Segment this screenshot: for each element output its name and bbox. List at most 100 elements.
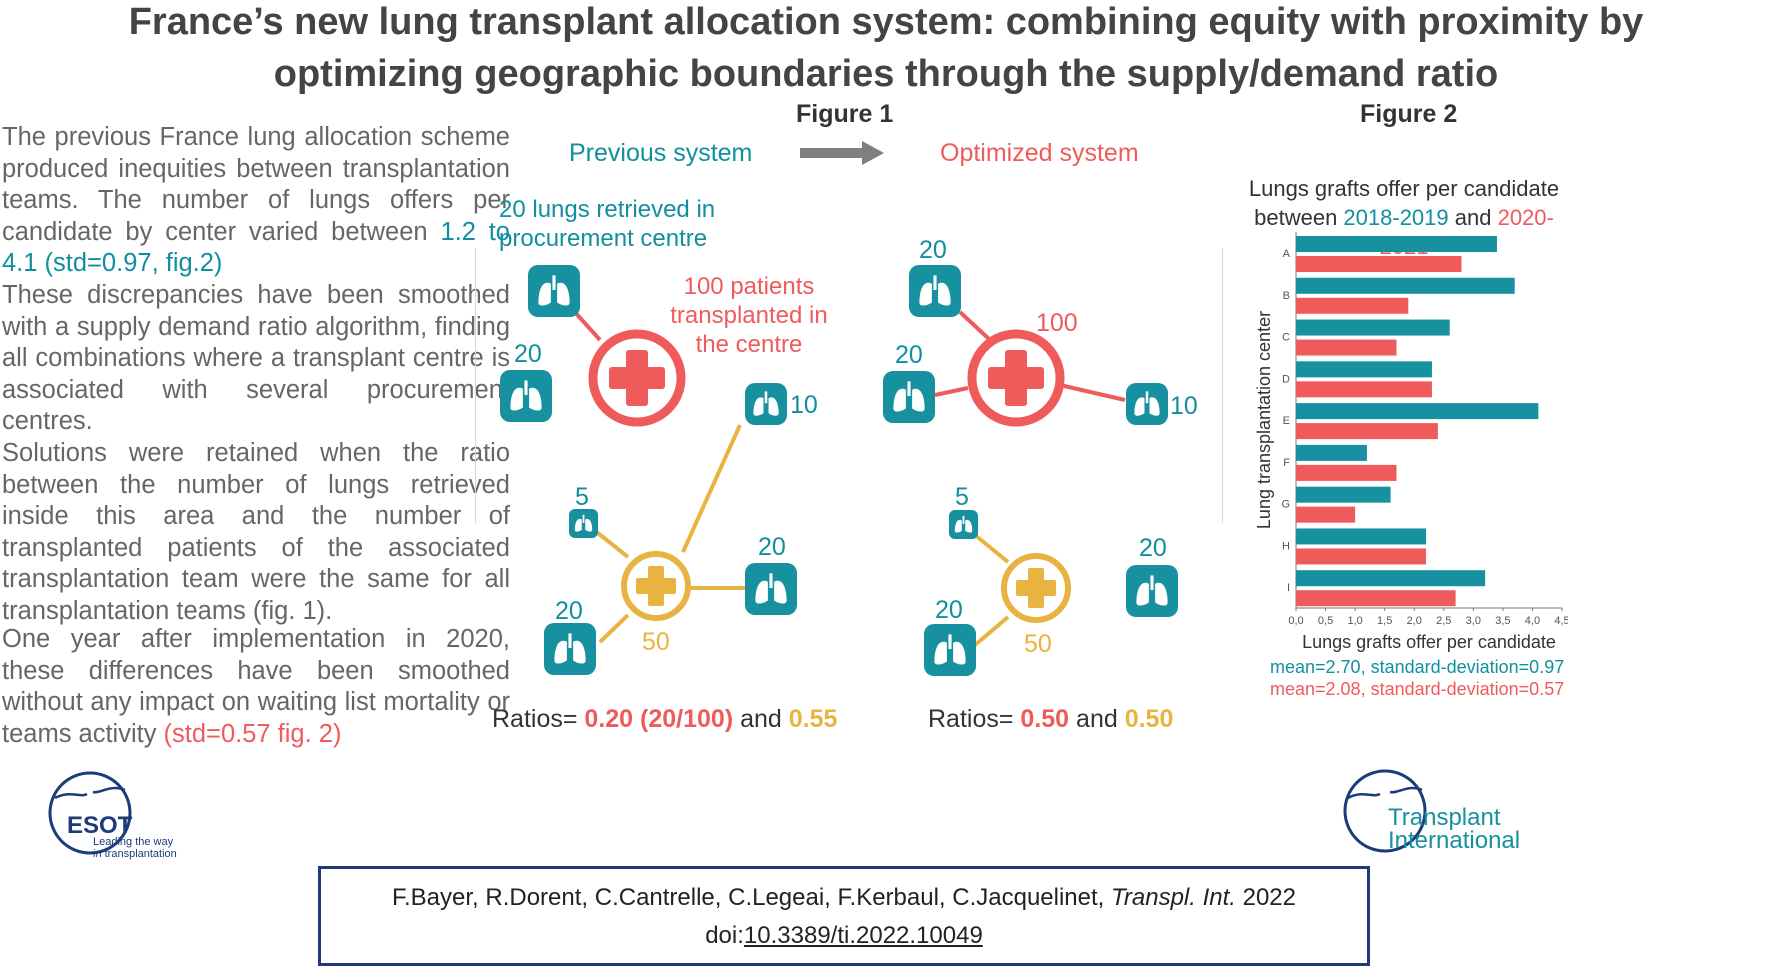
lung-icon	[924, 624, 976, 676]
prev-ratio-prefix: Ratios=	[492, 705, 585, 733]
opt-count-right: 10	[1170, 392, 1198, 420]
lung-icon	[745, 563, 797, 615]
opt-count-top: 20	[919, 236, 947, 264]
prev-count-small: 5	[575, 483, 589, 511]
prev-count-bottom: 20	[555, 597, 583, 625]
bar-B-2020-2021	[1296, 297, 1409, 314]
stat-2018: mean=2.70, standard-deviation=0.97	[1270, 657, 1565, 677]
bar-F-2018-2019	[1296, 444, 1367, 461]
previous-system-label: Previous system	[569, 139, 753, 167]
opt-gold-centre-icon	[1001, 553, 1071, 623]
opt-count-gold: 50	[1024, 630, 1052, 658]
bar-C-2020-2021	[1296, 339, 1397, 356]
optimized-system-label: Optimized system	[940, 139, 1139, 167]
esot-tagline-2: in transplantation	[93, 848, 177, 860]
ti-name-1: Transplant	[1388, 804, 1501, 831]
esot-tagline: Leading the way in transplantation	[93, 836, 177, 860]
bar-A-2020-2021	[1296, 256, 1462, 272]
y-axis-label: Lung transplantation center	[1254, 311, 1274, 529]
bar-H-2020-2021	[1296, 548, 1427, 565]
doi-link[interactable]: 10.3389/ti.2022.10049	[743, 922, 983, 949]
opt-count-bottom: 20	[935, 596, 963, 624]
prev-ratio-and: and	[733, 705, 789, 733]
prev-ratios: Ratios= 0.20 (20/100) and 0.55	[492, 705, 837, 734]
citation-box: F.Bayer, R.Dorent, C.Cantrelle, C.Legeai…	[318, 866, 1370, 966]
prev-count-right: 10	[790, 391, 818, 419]
lung-icon	[909, 265, 961, 317]
citation-year: 2022	[1235, 884, 1296, 911]
chart-title-period-1: 2018-2019	[1343, 205, 1449, 230]
bar-C-2018-2019	[1296, 319, 1450, 336]
opt-count-left: 20	[895, 341, 923, 369]
bar-E-2018-2019	[1296, 403, 1539, 420]
paragraph-1-range: 1.2 to 4.1 (std=0.97, fig.2)	[2, 217, 510, 278]
opt-gold-links	[973, 533, 1010, 647]
bar-G-2018-2019	[1296, 486, 1391, 503]
prev-count-left: 20	[514, 340, 542, 368]
divider-left	[475, 248, 476, 523]
ti-name: Transplant International	[1388, 804, 1521, 854]
bar-G-2020-2021	[1296, 506, 1356, 523]
title-line-2: optimizing geographic boundaries through…	[273, 53, 1499, 95]
bar-B-2018-2019	[1296, 277, 1515, 294]
chart-title-line-1: Lungs grafts offer per candidate	[1248, 176, 1560, 201]
retrieved-label: 20 lungs retrieved in procurement centre	[499, 196, 716, 252]
arrow-icon	[800, 141, 884, 165]
esot-logo: ESOT Leading the way in transplantation	[45, 768, 185, 866]
lung-icon	[883, 371, 935, 423]
x-tick-label: 0,5	[1318, 615, 1333, 627]
x-tick-label: 0,0	[1288, 615, 1303, 627]
lung-icon	[1126, 383, 1168, 425]
y-tick-label: E	[1283, 415, 1290, 427]
bar-I-2018-2019	[1296, 570, 1486, 587]
page-title: France’s new lung transplant allocation …	[0, 0, 1772, 100]
figure-1-label: Figure 1	[796, 100, 894, 128]
paragraph-1-text: The previous France lung allocation sche…	[2, 123, 510, 246]
ti-logo-mark	[1343, 769, 1427, 853]
opt-ratio-and: and	[1069, 705, 1125, 733]
opt-transplant-centre-icon	[967, 329, 1065, 427]
bar-A-2018-2019	[1296, 236, 1497, 252]
x-tick-label: 3,0	[1466, 615, 1481, 627]
y-tick-label: B	[1283, 290, 1290, 302]
paragraph-2: These discrepancies have been smoothed w…	[2, 281, 510, 435]
citation-doi-prefix: doi:	[705, 922, 744, 949]
citation-line-1: F.Bayer, R.Dorent, C.Cantrelle, C.Legeai…	[321, 879, 1367, 917]
esot-logo-mark	[48, 771, 132, 855]
citation-line-2: doi:10.3389/ti.2022.10049	[321, 917, 1367, 955]
x-tick-label: 1,0	[1347, 615, 1362, 627]
stat-2020: mean=2.08, standard-deviation=0.57	[1270, 679, 1565, 699]
bar-D-2020-2021	[1296, 381, 1432, 398]
prev-ratio-red: 0.20 (20/100)	[584, 705, 734, 733]
y-tick-label: I	[1287, 582, 1290, 594]
opt-count-center: 100	[1036, 309, 1078, 337]
ti-name-2: International	[1388, 827, 1521, 854]
y-tick-label: C	[1282, 332, 1290, 344]
prev-count-gold: 50	[642, 628, 670, 656]
chart-title-and: and	[1448, 205, 1498, 230]
x-tick-label: 2,5	[1436, 615, 1451, 627]
lung-icon	[528, 265, 580, 317]
bar-E-2020-2021	[1296, 423, 1438, 440]
bar-F-2020-2021	[1296, 464, 1397, 481]
y-tick-label: G	[1281, 499, 1290, 511]
divider-right	[1222, 248, 1223, 523]
prev-transplant-centre-icon	[588, 329, 686, 427]
lung-icon	[569, 509, 598, 538]
opt-count-mid: 20	[1139, 534, 1167, 562]
lung-icon	[544, 623, 596, 675]
bar-D-2018-2019	[1296, 361, 1432, 378]
x-tick-label: 1,5	[1377, 615, 1392, 627]
x-tick-label: 3,5	[1495, 615, 1510, 627]
y-tick-label: A	[1283, 248, 1291, 260]
transplant-international-logo: Transplant International	[1340, 766, 1540, 866]
paragraph-1: The previous France lung allocation sche…	[2, 122, 510, 280]
prev-ratio-gold: 0.55	[788, 705, 838, 733]
prev-count-mid: 20	[758, 533, 786, 561]
opt-count-small: 5	[955, 483, 969, 511]
bar-I-2020-2021	[1296, 590, 1456, 607]
chart-title-between: between	[1254, 205, 1344, 230]
paragraph-4-text: One year after implementation in 2020, t…	[2, 625, 510, 748]
x-axis-label: Lungs grafts offer per candidate	[1302, 632, 1556, 652]
paragraph-4-std: (std=0.57 fig. 2)	[163, 719, 342, 748]
